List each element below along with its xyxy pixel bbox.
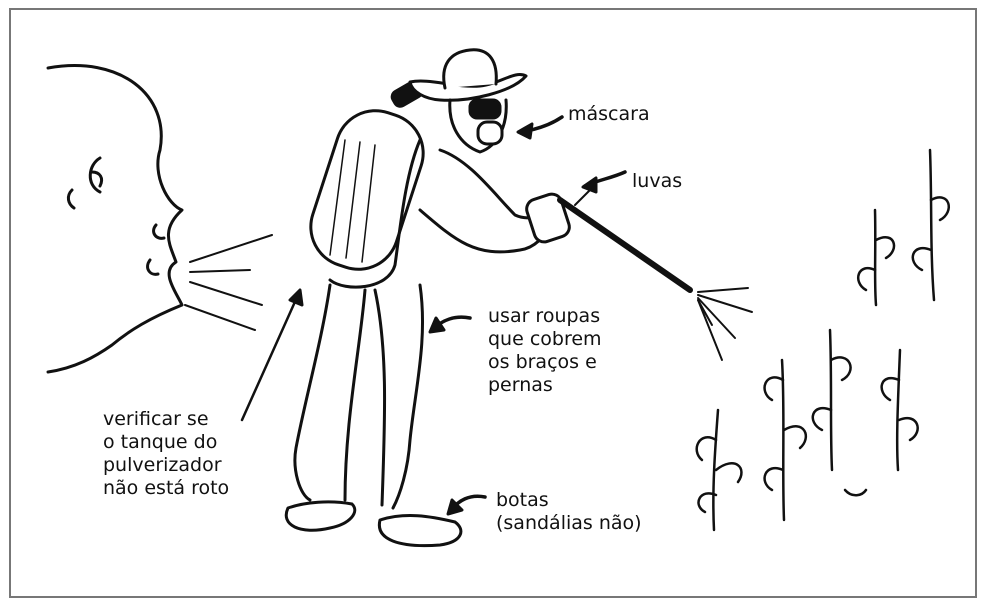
face-drawing [48, 66, 182, 372]
label-boots: botas (sandálias não) [496, 489, 642, 535]
label-tank-check: verificar se o tanque do pulverizador nã… [103, 408, 229, 500]
spray-lines [698, 288, 752, 360]
sprayer-tank [300, 80, 433, 280]
worker-head [410, 50, 526, 152]
breath-lines [185, 235, 272, 330]
label-mask: máscara [568, 103, 650, 126]
plants [697, 150, 949, 530]
label-clothes: usar roupas que cobrem os braços e perna… [488, 305, 602, 397]
label-gloves: luvas [632, 170, 682, 193]
